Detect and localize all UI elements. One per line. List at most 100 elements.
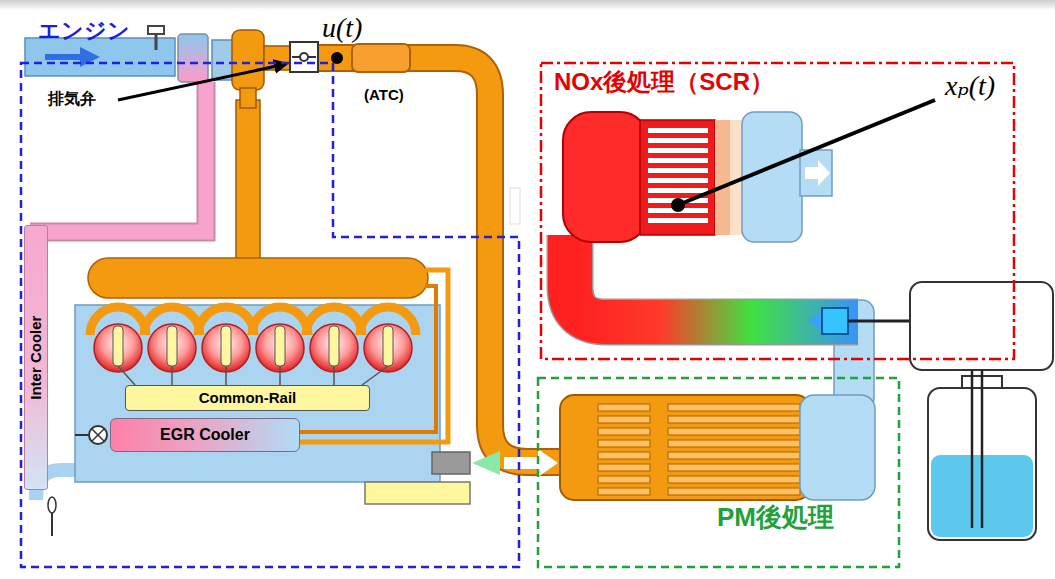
urea-dosing xyxy=(971,370,974,528)
catalyst-channel xyxy=(648,188,708,193)
pm-region: PM後処理 xyxy=(537,377,900,568)
ecu-box xyxy=(365,482,470,504)
catalyst-channel xyxy=(648,128,708,223)
injector xyxy=(279,366,281,385)
filter-fin xyxy=(598,404,800,495)
injector xyxy=(171,366,173,385)
scr-catalyst xyxy=(800,150,832,196)
scr-catalyst xyxy=(570,235,858,322)
exhaust-port xyxy=(90,307,416,335)
injector xyxy=(221,326,231,366)
component-label: Inter Cooler xyxy=(27,315,44,399)
catalyst-channel xyxy=(648,168,708,173)
engine-block xyxy=(75,305,440,482)
filter-fin xyxy=(598,416,650,423)
egr-cooler-box: EGR Cooler xyxy=(110,418,300,452)
intake-pipe xyxy=(25,38,175,76)
exhaust-pipe xyxy=(510,188,520,224)
injector xyxy=(118,366,135,385)
cylinder xyxy=(148,324,196,372)
egr-line xyxy=(89,426,107,444)
turbocharger xyxy=(212,40,234,80)
region-border xyxy=(21,63,519,567)
exhaust-valve xyxy=(331,52,343,64)
injector xyxy=(329,326,339,366)
catalyst-channel xyxy=(648,138,708,143)
catalyst-channel xyxy=(648,178,708,183)
label-slot: u(t) xyxy=(322,12,362,44)
urea-dosing xyxy=(848,320,910,323)
part-label: (ATC) xyxy=(364,86,404,103)
intake-pipe xyxy=(80,47,100,67)
region-heading: NOx後処理（SCR） xyxy=(554,68,774,96)
scr-catalyst xyxy=(678,100,935,205)
filter-fin xyxy=(598,476,650,483)
urea-dosing xyxy=(808,282,1053,540)
injector xyxy=(362,366,388,385)
filter-fin xyxy=(598,464,650,471)
filter-fin xyxy=(598,404,650,411)
filter-fin xyxy=(668,464,800,471)
intercooler-pipe xyxy=(48,497,56,513)
scr-catalyst xyxy=(715,120,730,235)
scr-catalyst xyxy=(671,198,685,212)
urea-dosing xyxy=(808,312,822,330)
sensor-box xyxy=(432,452,470,474)
filter-fin xyxy=(668,476,800,483)
exhaust-pipe xyxy=(352,44,410,72)
label-slot: 排気弁 xyxy=(48,90,96,108)
injector xyxy=(113,326,123,366)
intercooler-pipe xyxy=(30,82,206,232)
injector xyxy=(275,326,285,366)
exhaust-valve xyxy=(118,42,343,100)
egr-line xyxy=(75,434,89,436)
urea-dosing xyxy=(981,370,984,528)
intake-pipe xyxy=(155,34,158,50)
part-label: 排気弁 xyxy=(48,90,96,108)
egr-line xyxy=(92,429,104,441)
urea-dosing xyxy=(822,308,848,334)
filter-fin xyxy=(598,440,650,447)
catalyst-channel xyxy=(648,148,708,153)
signal-label: xₚ(t) xyxy=(945,70,995,102)
scr-catalyst xyxy=(563,112,648,242)
exhaust-valve xyxy=(300,53,308,61)
scr-catalyst xyxy=(570,235,858,322)
scr-catalyst xyxy=(805,160,830,186)
label-slot: xₚ(t) xyxy=(945,70,995,102)
component-label: Common-Rail xyxy=(199,389,297,406)
filter-fin xyxy=(668,452,800,459)
intake-pipe xyxy=(178,34,208,82)
region-heading: エンジン xyxy=(38,18,130,43)
intercooler-box: Inter Cooler xyxy=(24,225,47,490)
catalyst-channel xyxy=(648,158,708,163)
injector xyxy=(333,366,335,385)
region-outline xyxy=(540,62,1015,360)
filter-fin xyxy=(668,404,800,411)
exhaust-valve xyxy=(118,64,286,100)
exhaust-valve xyxy=(290,42,318,72)
scr-region: NOx後処理（SCR） xyxy=(540,62,1015,360)
region-border xyxy=(541,63,1014,359)
pm-filter xyxy=(560,395,810,500)
turbocharger xyxy=(232,30,264,90)
cylinder xyxy=(364,324,412,372)
cylinder xyxy=(256,324,304,372)
signal-label: u(t) xyxy=(322,12,362,44)
common-rail-box: Common-Rail xyxy=(125,385,370,411)
scr-catalyst xyxy=(640,120,715,235)
engine-region: エンジンInter CoolerCommon-RailEGR Cooler xyxy=(20,62,520,568)
filter-fin xyxy=(668,416,800,423)
injector xyxy=(113,326,393,385)
region-border xyxy=(538,378,899,567)
filter-fin xyxy=(598,488,650,495)
cylinder xyxy=(94,324,412,372)
turbocharger xyxy=(240,88,256,108)
urea-dosing xyxy=(910,282,1053,370)
flow-arrow xyxy=(472,451,500,475)
cylinder xyxy=(310,324,358,372)
injector xyxy=(167,326,177,366)
